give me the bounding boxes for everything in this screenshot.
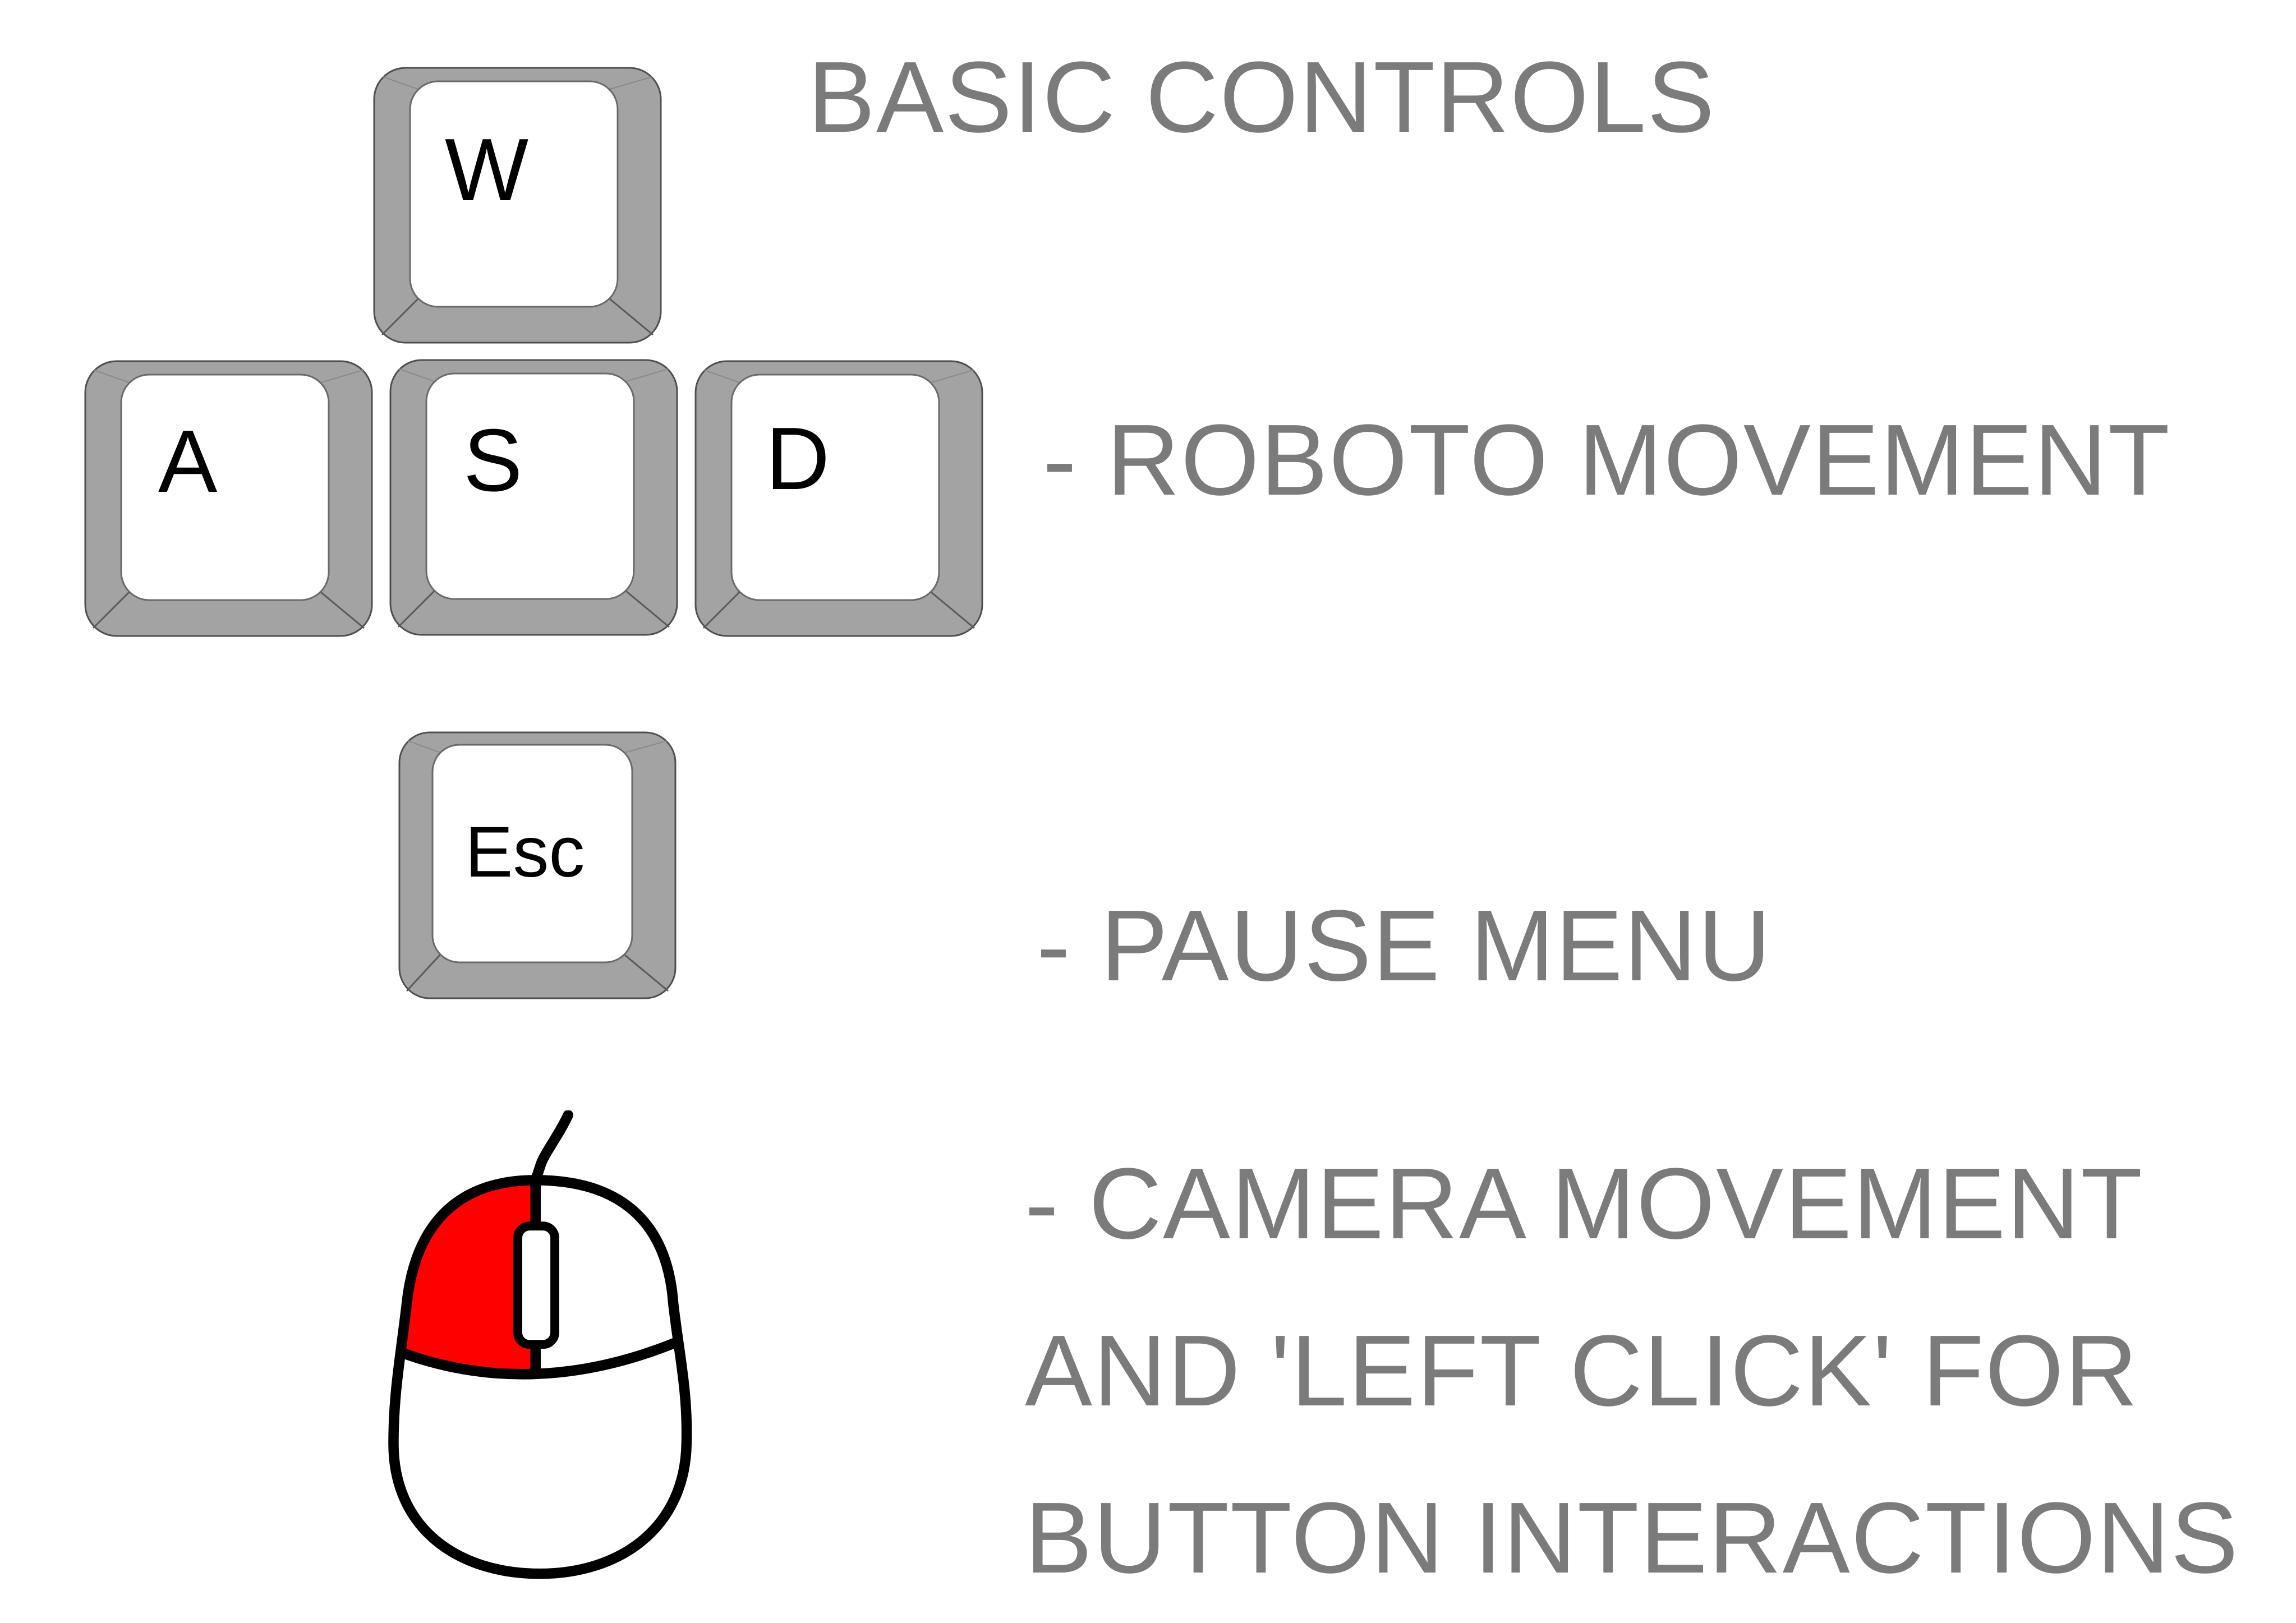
mouse-left-click-icon xyxy=(383,1110,694,1587)
mouse-body xyxy=(388,1175,692,1579)
esc-key-label: Esc xyxy=(465,812,585,892)
pause-description: - PAUSE MENU xyxy=(1037,889,1772,1002)
a-key-icon: A xyxy=(84,360,373,640)
d-key-icon: D xyxy=(694,360,983,640)
s-key-label: S xyxy=(463,411,522,510)
page-title: BASIC CONTROLS xyxy=(808,41,1716,154)
esc-key-icon: Esc xyxy=(398,731,677,1002)
movement-description: - ROBOTO MOVEMENT xyxy=(1043,404,2171,517)
mouse-scroll-wheel xyxy=(513,1221,559,1349)
w-key-label: W xyxy=(445,121,528,219)
camera-description-line-2: AND 'LEFT CLICK' FOR xyxy=(1025,1315,2139,1427)
a-key-label: A xyxy=(158,412,218,511)
d-key-label: D xyxy=(766,409,830,508)
camera-description-line-3: BUTTON INTERACTIONS xyxy=(1025,1482,2239,1594)
mouse-cable xyxy=(530,1110,573,1186)
camera-description-line-1: - CAMERA MOVEMENT xyxy=(1025,1147,2144,1260)
s-key-icon: S xyxy=(389,359,678,639)
w-key-icon: W xyxy=(373,67,662,347)
